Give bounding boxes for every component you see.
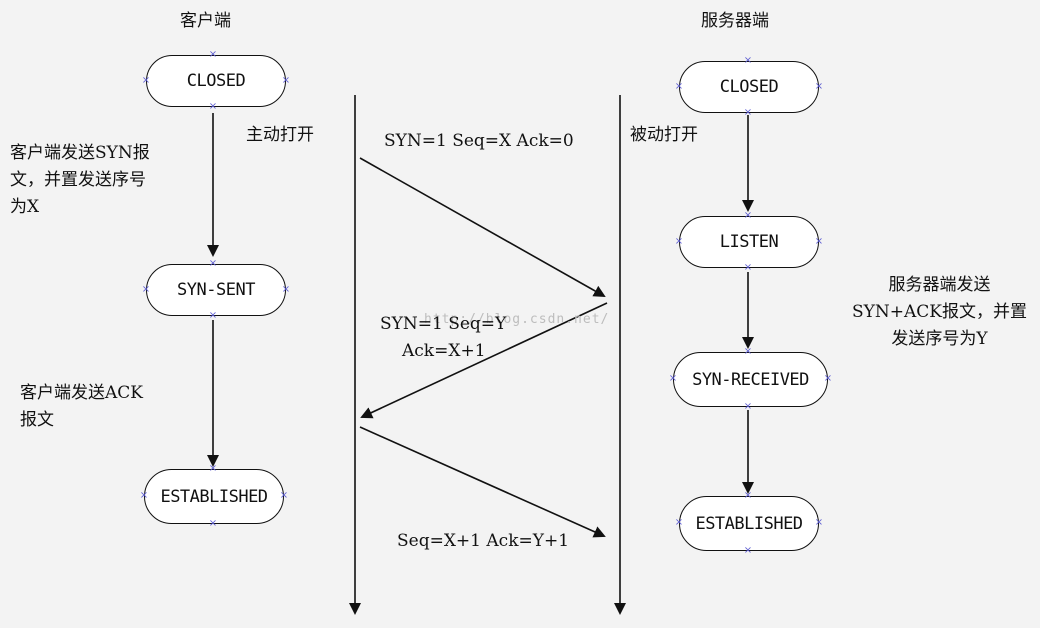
- client-syn-note-line-3: 为X: [10, 197, 40, 217]
- connector-mark: ×: [139, 490, 149, 501]
- server-state-established: ESTABLISHED: [679, 496, 819, 551]
- server-state-closed: CLOSED: [679, 61, 819, 113]
- connector-mark: ×: [743, 490, 753, 501]
- server-synack-note: 服务器端发送 SYN+ACK报文，并置 发送序号为Y: [842, 272, 1037, 353]
- client-state-established: ESTABLISHED: [144, 469, 284, 524]
- connector-mark: ×: [208, 310, 218, 321]
- connector-mark: ×: [743, 107, 753, 118]
- connector-mark: ×: [814, 517, 824, 528]
- client-state-closed: CLOSED: [146, 55, 286, 107]
- synack-message-label-line-2: Ack=X+1: [402, 341, 486, 361]
- ack-message-label: Seq=X+1 Ack=Y+1: [397, 531, 570, 551]
- passive-open-label: 被动打开: [630, 125, 698, 145]
- client-ack-note: 客户端发送ACK 报文: [20, 380, 143, 434]
- connector-mark: ×: [208, 258, 218, 269]
- client-ack-note-line-2: 报文: [20, 410, 54, 430]
- server-synack-note-line-3: 发送序号为Y: [891, 329, 988, 349]
- connector-mark: ×: [208, 463, 218, 474]
- server-state-listen: LISTEN: [679, 216, 819, 268]
- ack-message-arrow: [359, 426, 606, 538]
- synack-message-arrow: [360, 302, 608, 419]
- server-title: 服务器端: [701, 11, 769, 31]
- syn-message-arrow: [359, 157, 606, 297]
- synack-message-label-line-1: SYN=1 Seq=Y: [380, 314, 507, 334]
- server-state-syn-received: SYN-RECEIVED: [673, 352, 828, 407]
- connector-mark: ×: [281, 284, 291, 295]
- connector-mark: ×: [668, 373, 678, 384]
- syn-message-label: SYN=1 Seq=X Ack=0: [384, 131, 574, 151]
- connector-mark: ×: [823, 373, 833, 384]
- client-syn-note-line-2: 文，并置发送序号: [10, 170, 146, 190]
- connector-mark: ×: [814, 236, 824, 247]
- client-syn-note: 客户端发送SYN报 文，并置发送序号 为X: [10, 140, 150, 221]
- client-title: 客户端: [180, 11, 231, 31]
- connector-mark: ×: [743, 55, 753, 66]
- server-synack-note-line-1: 服务器端发送: [888, 275, 991, 295]
- connector-mark: ×: [208, 518, 218, 529]
- connector-mark: ×: [674, 236, 684, 247]
- connector-mark: ×: [141, 284, 151, 295]
- connector-mark: ×: [743, 210, 753, 221]
- connector-mark: ×: [674, 81, 684, 92]
- watermark: http://blog.csdn.net/: [424, 312, 610, 327]
- connector-mark: ×: [208, 49, 218, 60]
- client-ack-note-line-1: 客户端发送ACK: [20, 383, 143, 403]
- connector-mark: ×: [208, 101, 218, 112]
- connector-mark: ×: [279, 490, 289, 501]
- connector-mark: ×: [743, 401, 753, 412]
- server-synack-note-line-2: SYN+ACK报文，并置: [852, 302, 1027, 322]
- connector-mark: ×: [141, 75, 151, 86]
- connector-mark: ×: [743, 545, 753, 556]
- connector-mark: ×: [814, 81, 824, 92]
- connector-mark: ×: [674, 517, 684, 528]
- client-syn-note-line-1: 客户端发送SYN报: [10, 143, 150, 163]
- connector-mark: ×: [743, 262, 753, 273]
- active-open-label: 主动打开: [246, 125, 314, 145]
- connector-mark: ×: [743, 346, 753, 357]
- connector-mark: ×: [281, 75, 291, 86]
- client-state-syn-sent: SYN-SENT: [146, 264, 286, 316]
